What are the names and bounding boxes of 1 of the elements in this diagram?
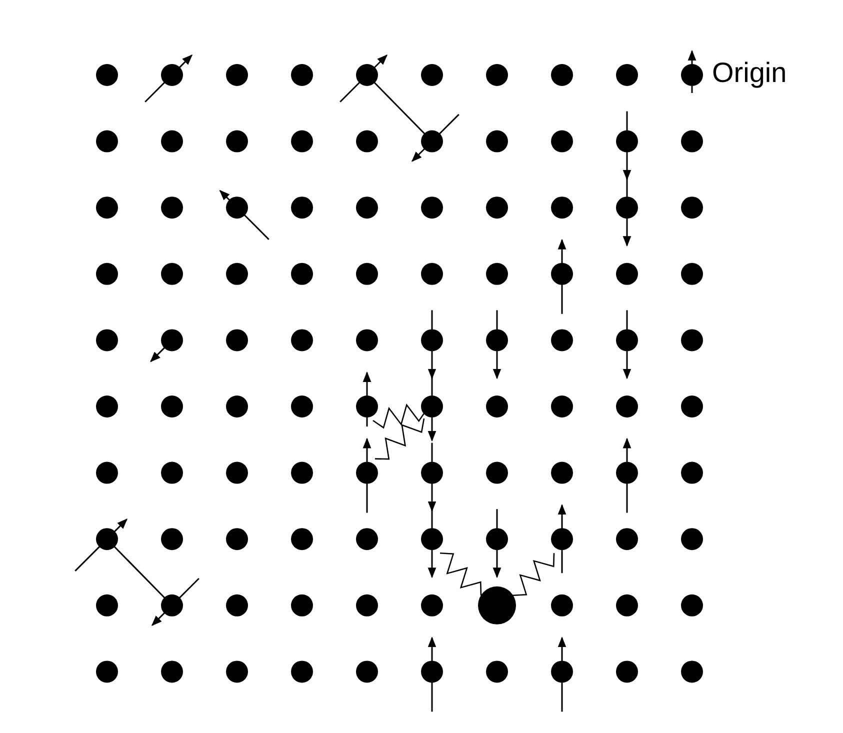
origin-label: Origin xyxy=(712,57,787,89)
